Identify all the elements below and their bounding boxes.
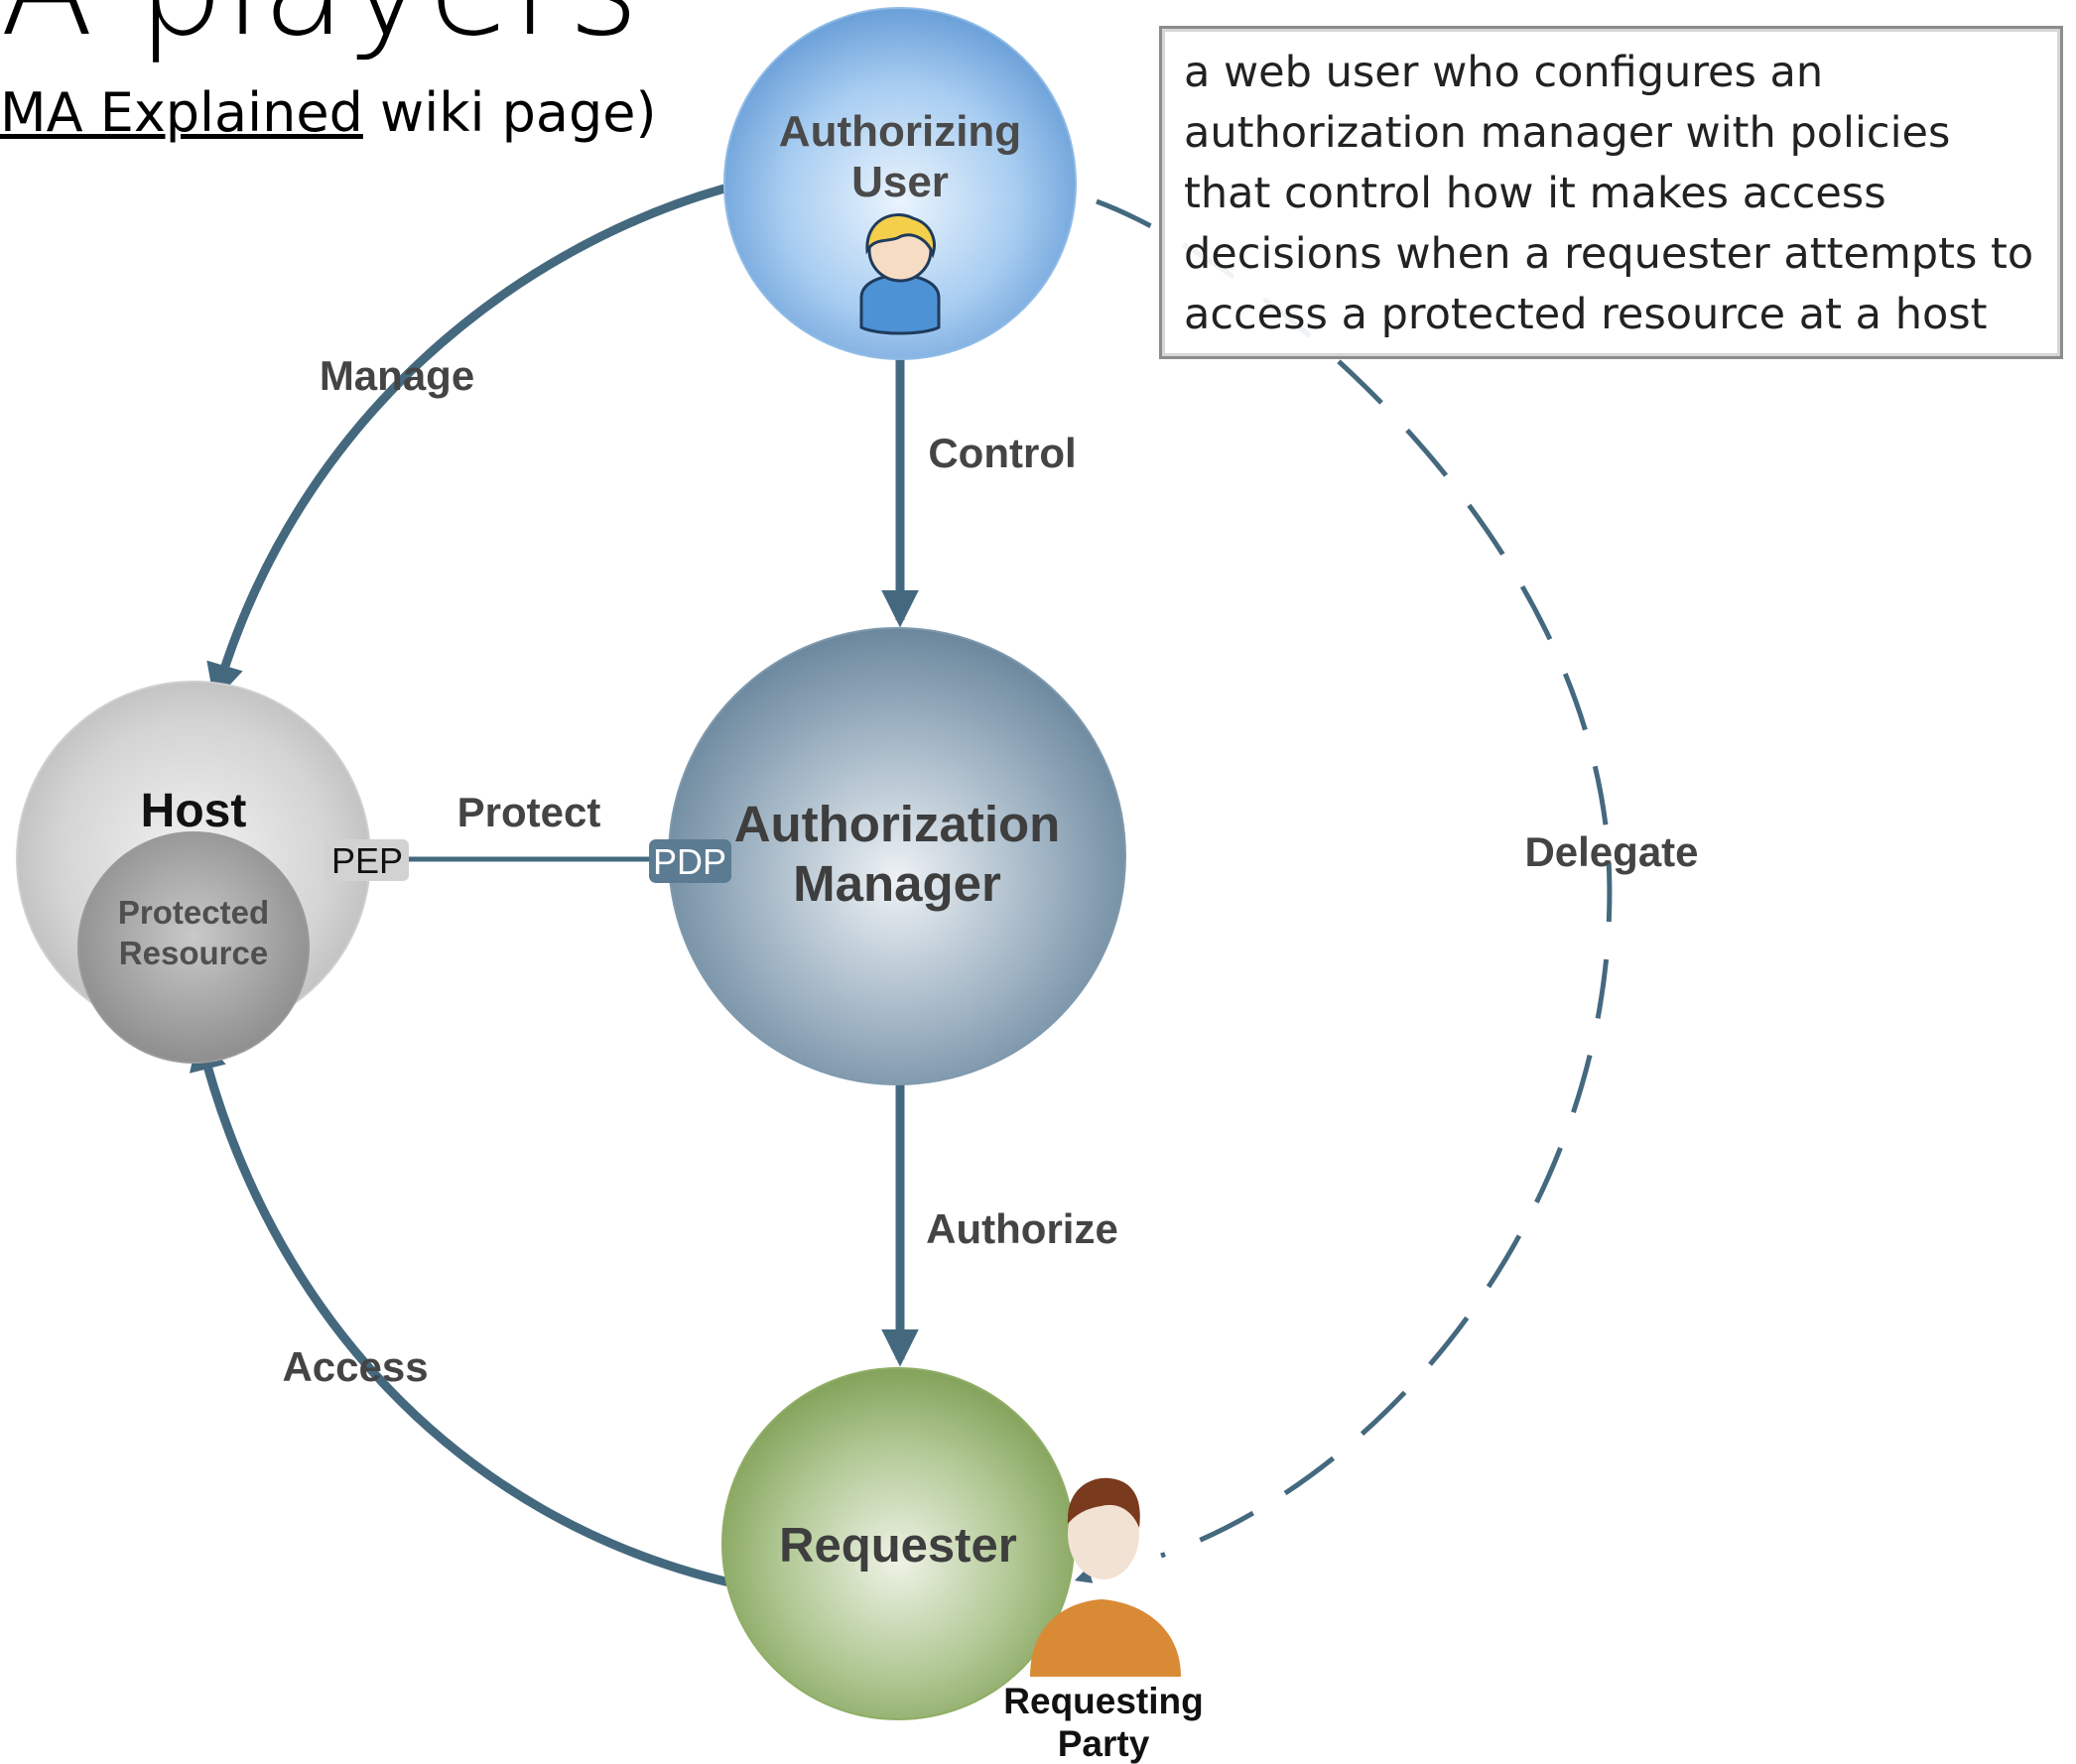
pdp-badge xyxy=(649,839,731,883)
pep-label: PEP xyxy=(331,840,403,881)
authorizing-user-circle[interactable] xyxy=(723,7,1077,360)
user-icon xyxy=(859,213,941,335)
access-edge xyxy=(190,1032,731,1587)
authorization-manager-label-2: Manager xyxy=(793,855,1001,912)
authorizing-user-label-1: Authorizing xyxy=(779,107,1021,156)
slide-title: A players xyxy=(0,0,639,62)
authorize-label: Authorize xyxy=(926,1205,1118,1252)
control-label: Control xyxy=(928,430,1076,476)
authorizing-user-label-2: User xyxy=(851,158,949,206)
delegate-label: Delegate xyxy=(1524,828,1698,875)
protected-resource-circle[interactable] xyxy=(77,831,310,1064)
delegate-edge xyxy=(1096,198,1613,1559)
slide-subtitle: MA Explained wiki page) xyxy=(0,81,657,144)
subtitle-rest: wiki page) xyxy=(362,81,657,144)
requesting-party-label-2: Party xyxy=(1058,1723,1150,1764)
protected-resource-label-1: Protected xyxy=(118,894,269,931)
wiki-link[interactable]: MA Explained xyxy=(0,81,363,144)
manage-edge xyxy=(206,184,726,702)
access-label: Access xyxy=(282,1343,428,1390)
authorization-manager-label-1: Authorization xyxy=(734,796,1061,852)
host-label: Host xyxy=(141,785,247,837)
requesting-party-label-1: Requesting xyxy=(1003,1681,1203,1721)
protected-resource-label-2: Resource xyxy=(119,935,268,971)
requesting-party-icon xyxy=(1030,1477,1181,1677)
manage-label: Manage xyxy=(320,352,474,399)
protect-label: Protect xyxy=(457,789,601,835)
pdp-label: PDP xyxy=(653,841,726,882)
requester-label: Requester xyxy=(779,1519,1017,1573)
definition-callout: a web user who configures an authorizati… xyxy=(1159,26,2063,359)
pep-badge xyxy=(324,839,409,881)
